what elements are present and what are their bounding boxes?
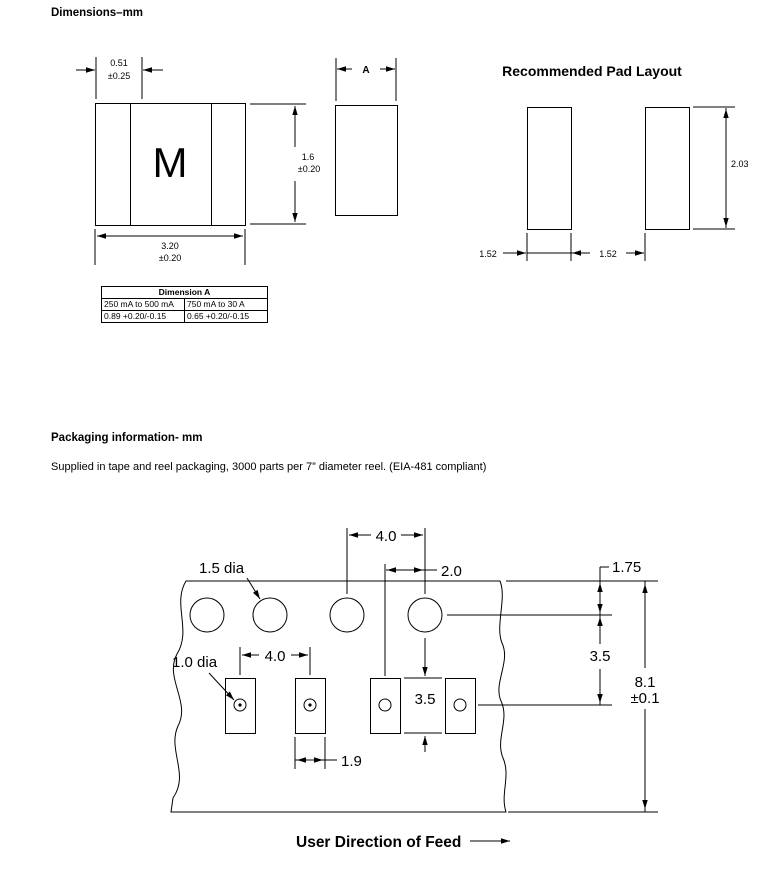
dim-pad-height: 2.03 xyxy=(693,106,749,230)
dimension-a-table: Dimension A 250 mA to 500 mA 750 mA to 3… xyxy=(101,286,268,323)
dim-pad-height-value: 2.03 xyxy=(731,159,749,169)
side-view: A xyxy=(335,58,398,216)
dim-band-width-value: 0.51 xyxy=(110,58,128,68)
table-title: Dimension A xyxy=(101,286,268,299)
dim-pocket-pitch: 4.0 xyxy=(239,647,311,675)
dim-hole-pitch-value: 4.0 xyxy=(376,528,397,545)
dim-side-width-label: A xyxy=(362,65,369,76)
pockets xyxy=(225,678,476,734)
pocket-hole-center-dot xyxy=(238,703,242,707)
sprocket-hole xyxy=(329,597,365,633)
dim-hole-to-pocket-center-value: 3.5 xyxy=(590,648,611,665)
dim-edge-to-hole-value: 1.75 xyxy=(612,559,641,576)
dim-band-width: 0.51 ±0.25 xyxy=(76,57,163,99)
dim-hole-to-pocket: 2.0 xyxy=(384,563,462,676)
dim-band-width-tol: ±0.25 xyxy=(108,71,130,81)
dim-length-value: 3.20 xyxy=(161,241,179,251)
component-marking: M xyxy=(153,139,188,186)
hole-dia-label: 1.5 dia xyxy=(199,560,245,577)
dim-height: 1.6 ±0.20 xyxy=(250,103,320,225)
dim-tape-width: 8.1 ±0.1 xyxy=(630,581,660,812)
sprocket-holes xyxy=(189,597,443,633)
feed-direction-label: User Direction of Feed xyxy=(296,834,461,851)
dim-pocket-width-value: 1.9 xyxy=(341,753,362,770)
dim-hole-to-pocket-center: 3.5 xyxy=(590,615,611,705)
dim-hole-pitch: 4.0 xyxy=(346,528,426,594)
dim-pad-width-value: 1.52 xyxy=(479,249,497,259)
dimensions-heading: Dimensions–mm xyxy=(51,7,144,19)
dim-length: 3.20 ±0.20 xyxy=(94,229,246,265)
table-range-2: 750 mA to 30 A xyxy=(184,298,268,311)
right-termination-band xyxy=(211,103,246,226)
table-value-2: 0.65 +0.20/-0.15 xyxy=(184,310,268,323)
pad-layout-title: Recommended Pad Layout xyxy=(502,63,682,79)
dim-tape-width-value: 8.1 xyxy=(635,674,656,691)
pocket-hole-dia-label: 1.0 dia xyxy=(172,654,218,671)
table-range-1: 250 mA to 500 mA xyxy=(101,298,185,311)
right-extension-lines xyxy=(447,580,658,813)
side-view-body xyxy=(335,105,398,216)
packaging-note: Supplied in tape and reel packaging, 300… xyxy=(51,461,487,473)
pad-left xyxy=(527,107,572,230)
sprocket-hole xyxy=(189,597,225,633)
sprocket-hole xyxy=(407,597,443,633)
tape-outline xyxy=(170,580,507,813)
dimensions-drawing: M 0.51 ±0.25 A 1.6 ±0.20 xyxy=(76,57,749,265)
dim-pocket-pitch-value: 4.0 xyxy=(265,648,286,665)
pocket-hole-center-dot xyxy=(308,703,312,707)
dim-hole-to-pocket-value: 2.0 xyxy=(441,563,462,580)
dim-pocket-width: 1.9 xyxy=(294,737,362,770)
dim-height-value: 1.6 xyxy=(302,152,315,162)
dim-pocket-length-value: 3.5 xyxy=(415,691,436,708)
front-view: M xyxy=(95,103,246,226)
pad-right xyxy=(645,107,690,230)
packaging-heading: Packaging information- mm xyxy=(51,432,203,444)
hole-dia-callout: 1.5 dia xyxy=(199,560,261,600)
pocket-hole xyxy=(378,698,392,712)
dim-pad-spacing: 1.52 1.52 xyxy=(479,233,646,261)
dim-pad-gap-value: 1.52 xyxy=(599,249,617,259)
left-termination-band xyxy=(95,103,131,226)
dim-edge-to-hole: 1.75 xyxy=(597,559,641,615)
feed-direction: User Direction of Feed xyxy=(296,834,510,851)
dim-length-tol: ±0.20 xyxy=(159,253,181,263)
sprocket-hole xyxy=(252,597,288,633)
pocket-hole-dia-callout: 1.0 dia xyxy=(172,654,235,701)
dim-pocket-length: 3.5 xyxy=(404,638,442,752)
dim-tape-width-tol: ±0.1 xyxy=(630,690,659,707)
tape-drawing: 4.0 2.0 1.5 dia 1.0 dia 4.0 xyxy=(170,528,660,851)
pocket-hole xyxy=(453,698,467,712)
dim-height-tol: ±0.20 xyxy=(298,164,320,174)
pad-layout: Recommended Pad Layout 2.03 1.52 xyxy=(479,63,749,261)
table-value-1: 0.89 +0.20/-0.15 xyxy=(101,310,185,323)
